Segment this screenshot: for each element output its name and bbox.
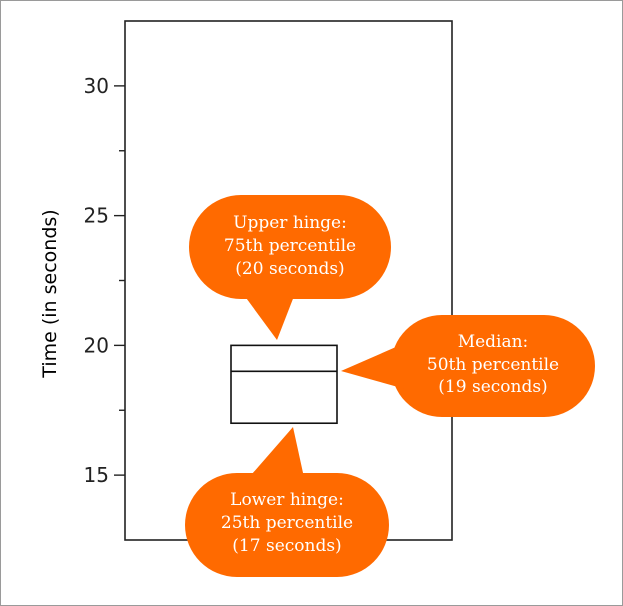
lower-hinge-callout-text: 25th percentile <box>221 513 353 533</box>
median-callout-bubble <box>391 315 595 417</box>
box-iqr <box>230 344 338 425</box>
median-callout-text: Median: <box>458 332 529 352</box>
y-axis-title: Time (in seconds) <box>39 209 61 378</box>
median-callout-text: (19 seconds) <box>438 377 547 397</box>
upper-hinge-callout-text: (20 seconds) <box>235 259 344 279</box>
upper-hinge-callout-pointer <box>241 291 296 340</box>
lower-hinge-callout-bubble <box>185 473 389 577</box>
lower-hinge-callout-text: Lower hinge: <box>230 490 344 510</box>
upper-hinge-callout-text: 75th percentile <box>224 236 356 256</box>
lower-hinge-callout-text: (17 seconds) <box>232 536 341 556</box>
y-tick-label: 30 <box>84 74 109 98</box>
median-callout-text: 50th percentile <box>427 355 559 375</box>
y-tick-label: 15 <box>84 463 109 487</box>
upper-hinge-callout-text: Upper hinge: <box>233 213 347 233</box>
y-tick-label: 20 <box>84 333 109 357</box>
upper-hinge-callout-bubble <box>189 195 391 299</box>
median-callout-pointer <box>341 343 405 389</box>
y-tick-label: 25 <box>84 204 109 228</box>
lower-hinge-callout-pointer <box>245 427 305 482</box>
